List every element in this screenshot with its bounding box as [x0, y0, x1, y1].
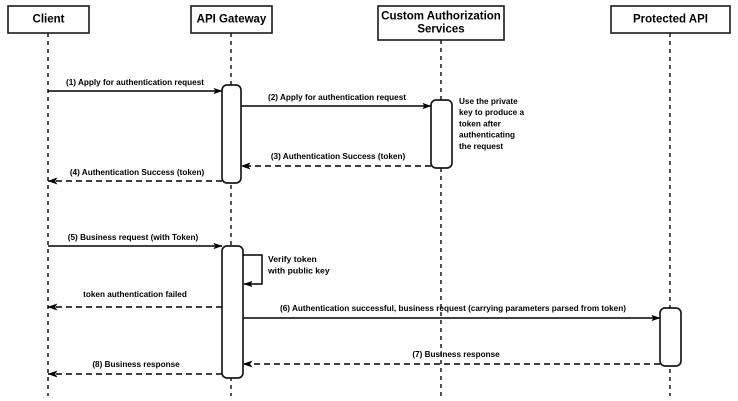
message-label-4: (4) Authentication Success (token) — [70, 168, 205, 177]
activation-bar-protected — [659, 307, 682, 367]
message-label-1: (1) Apply for authentication request — [66, 78, 204, 87]
note-private-key-note — [456, 95, 532, 151]
message-label-6: (6) Authentication successful, business … — [280, 304, 626, 313]
message-label-8: (8) Business response — [92, 360, 180, 369]
message-label-7: (7) Business response — [412, 350, 500, 359]
participant-box-protected[interactable] — [610, 5, 731, 34]
message-label-3: (3) Authentication Success (token) — [271, 152, 406, 161]
message-labels-layer: (1) Apply for authentication request (2) … — [66, 78, 626, 369]
participant-box-authsvc[interactable] — [377, 5, 505, 41]
participant-label-gateway: API Gateway — [197, 14, 267, 26]
lifelines-layer — [47, 33, 671, 396]
participant-label-protected: Protected API — [633, 14, 708, 26]
activations-layer — [221, 84, 682, 379]
participant-box-gateway[interactable] — [190, 5, 273, 34]
message-label-5: (5) Business request (with Token) — [68, 233, 199, 242]
participant-label-client: Client — [33, 14, 65, 26]
activation-bar-gateway — [221, 245, 244, 379]
message-label-token-auth-failed: token authentication failed — [83, 290, 187, 299]
message-label-2: (2) Apply for authentication request — [268, 93, 406, 102]
self-message-verify-token — [243, 254, 263, 288]
messages-layer — [47, 87, 661, 378]
activation-bar-authsvc — [430, 99, 453, 169]
activation-bar-gateway — [221, 84, 242, 184]
participant-box-client[interactable] — [7, 5, 90, 34]
